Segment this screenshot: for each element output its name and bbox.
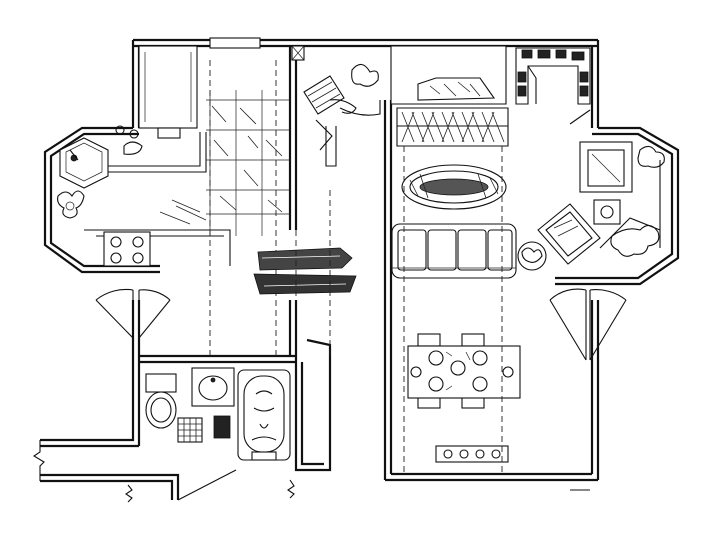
living-room (391, 141, 665, 279)
outer-walls (40, 38, 680, 500)
stove (103, 231, 151, 267)
kitchen-plant (57, 190, 85, 219)
kitchen-sink (59, 137, 109, 189)
armchair (579, 141, 633, 193)
reading-corner (303, 63, 381, 167)
sofa (391, 223, 517, 279)
vanity (191, 367, 235, 407)
toilet (145, 373, 177, 429)
bathroom (145, 367, 291, 461)
fireplace (390, 45, 509, 147)
bath-mat (177, 417, 203, 443)
windows (209, 37, 305, 61)
door-swings (95, 109, 627, 501)
entry-rug (253, 247, 357, 295)
break-lines (32, 440, 590, 503)
dining-area (407, 333, 521, 463)
kitchen (57, 45, 290, 356)
bookshelf (515, 47, 591, 105)
oval-rug (401, 164, 507, 210)
armchair-angled (537, 203, 601, 265)
bathtub (237, 369, 291, 461)
side-table (517, 241, 547, 271)
